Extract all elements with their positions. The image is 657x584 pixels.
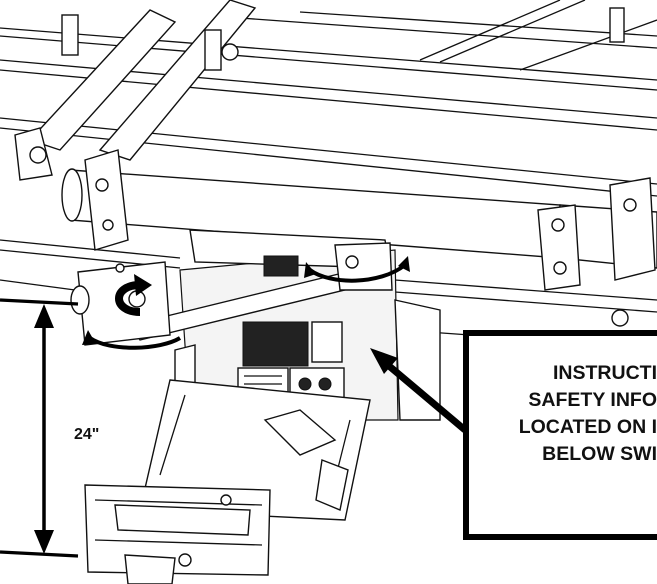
dimension-label: 24" (74, 426, 100, 443)
callout-line-3: LOCATED ON I (518, 416, 657, 438)
callout-arrow-icon (370, 348, 468, 433)
drawbar-carriage (84, 379, 371, 584)
callout-line-4: BELOW SWI (542, 443, 657, 465)
top-clamps (61, 7, 625, 71)
instruction-callout-box (463, 330, 657, 540)
left-bracket (14, 127, 129, 251)
dimension-arrow-icon (0, 298, 79, 558)
callout-line-1: INSTRUCTI (553, 362, 657, 384)
right-bracket (537, 177, 656, 291)
rotate-arrow-icon (82, 256, 410, 350)
callout-line-2: SAFETY INFO (528, 389, 657, 411)
instruction-callout-text: INSTRUCTI SAFETY INFO LOCATED ON I BELOW… (463, 360, 657, 468)
